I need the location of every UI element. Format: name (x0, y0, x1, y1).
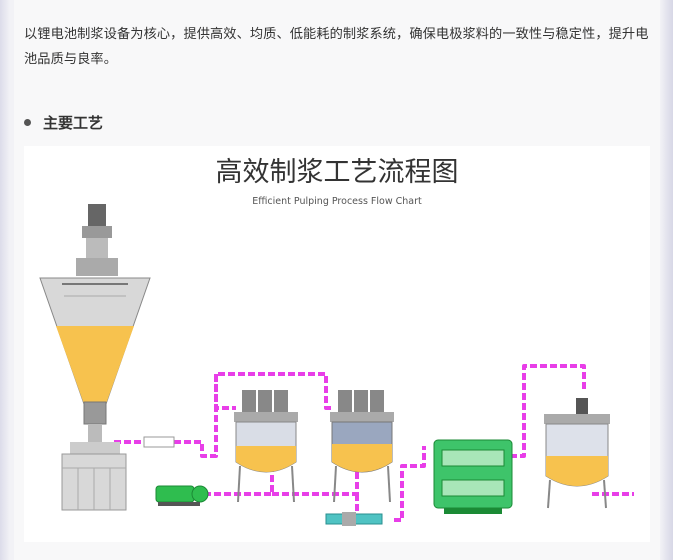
storage-tank (544, 398, 610, 509)
inline-filter (325, 512, 383, 526)
pipe-to-tank-1 (214, 374, 236, 410)
process-flow-figure: 高效制浆工艺流程图 Efficient Pulping Process Flow… (24, 146, 650, 542)
heat-exchanger (433, 439, 513, 514)
inline-valve (143, 436, 175, 448)
conical-mixer (39, 204, 175, 511)
figure-title: 高效制浆工艺流程图 (216, 157, 459, 188)
content-card: 以锂电池制浆设备为核心，提供高效、均质、低能耗的制浆系统，确保电极浆料的一致性与… (14, 0, 660, 560)
mixer-motor (88, 204, 106, 226)
pipe-to-tank-2 (174, 372, 332, 458)
intro-paragraph: 以锂电池制浆设备为核心，提供高效、均质、低能耗的制浆系统，确保电极浆料的一致性与… (24, 27, 649, 67)
figure-subtitle: Efficient Pulping Process Flow Chart (252, 196, 422, 207)
pipe-to-exchanger (394, 446, 426, 522)
pipe-tank2-out (272, 471, 359, 496)
mixing-tank-1 (234, 390, 298, 503)
section-heading: 主要工艺 (24, 110, 103, 134)
bullet-dot-icon (24, 118, 31, 126)
pipe-tank1-out (204, 466, 274, 496)
process-flow-diagram: 高效制浆工艺流程图 Efficient Pulping Process Flow… (39, 157, 634, 526)
mixing-tank-2 (330, 390, 394, 503)
section-title: 主要工艺 (43, 113, 104, 132)
pipe-to-final-tank (510, 364, 586, 458)
feed-pump (155, 485, 209, 506)
